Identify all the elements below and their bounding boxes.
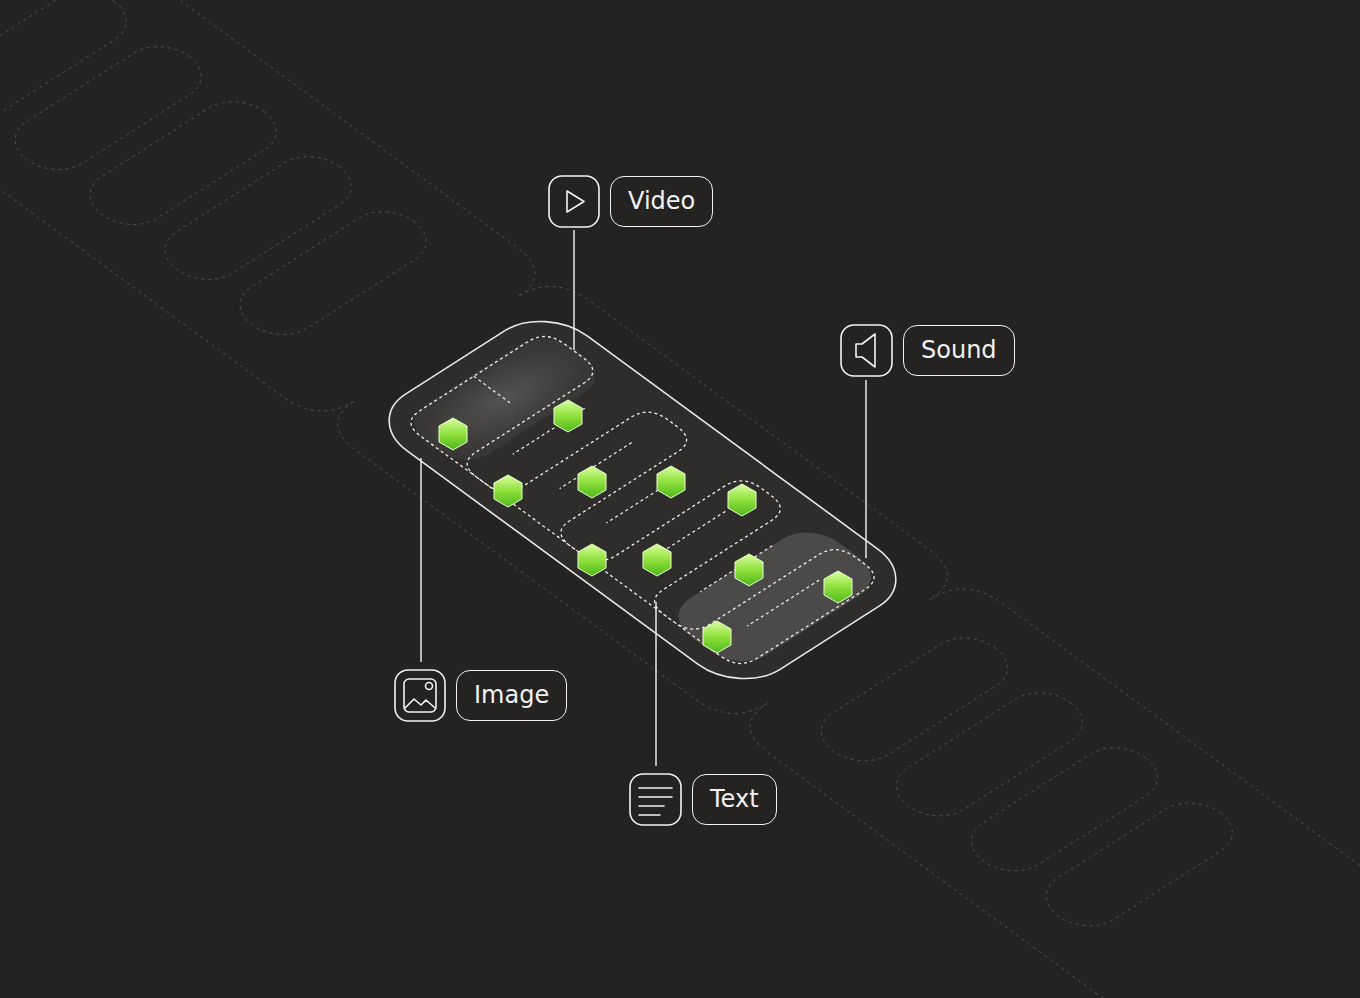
label-text: Text (710, 785, 759, 813)
icons (404, 191, 875, 815)
label-text: Video (628, 187, 695, 215)
icon-boxes (395, 176, 892, 825)
label-box: Image (456, 670, 567, 721)
label-text: Image (474, 681, 549, 709)
label-box: Text (692, 774, 777, 825)
label-box: Video (610, 176, 713, 227)
leader-lines (421, 230, 866, 766)
main-capsule (365, 305, 920, 695)
label-box: Sound (903, 325, 1015, 376)
tokens (439, 400, 852, 653)
label-text: Sound (921, 336, 997, 364)
